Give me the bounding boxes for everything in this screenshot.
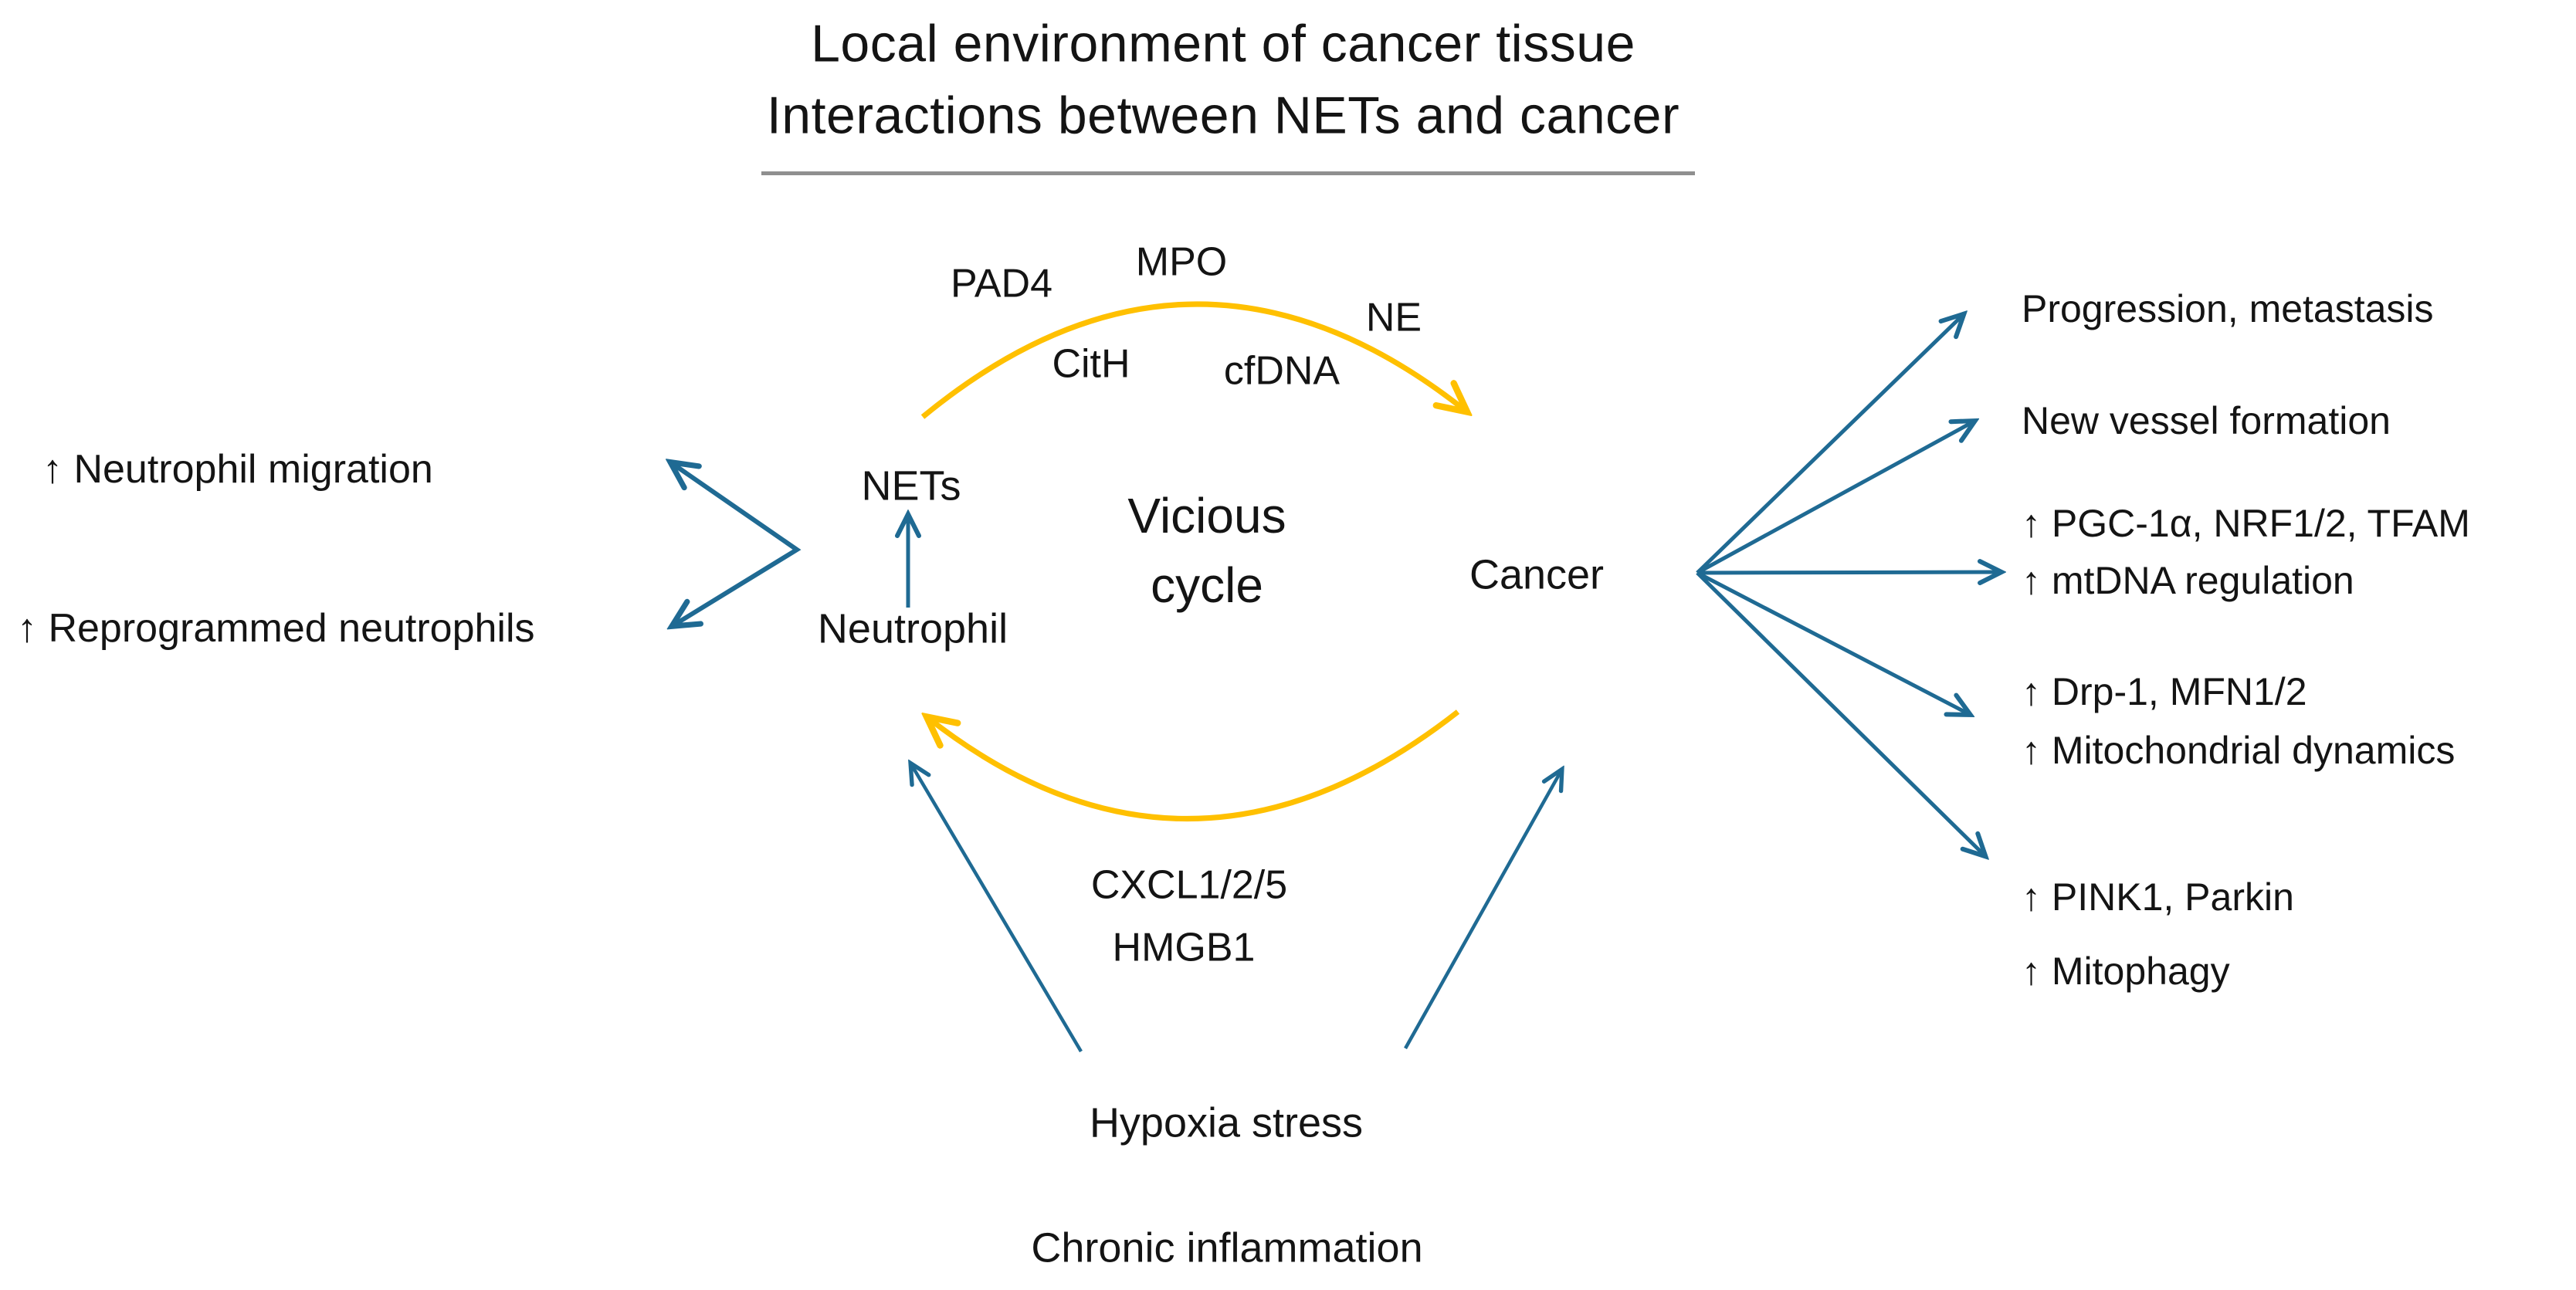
- right-effect-new-vessel-formation: New vessel formation: [2022, 399, 2391, 442]
- node-neutrophil: Neutrophil: [817, 605, 1008, 652]
- mediator-cfdna: cfDNA: [1223, 348, 1341, 394]
- cancer-effect-arrow-1: [1696, 315, 1963, 574]
- mediator-cith: CitH: [1052, 341, 1130, 387]
- mediator-ne: NE: [1365, 295, 1422, 340]
- cancer-effect-arrow-2: [1696, 422, 1974, 575]
- node-nets: NETs: [861, 462, 961, 510]
- nets-to-left-effects-arrow: [672, 463, 802, 625]
- right-effect-mtdna-regulation: ↑ mtDNA regulation: [2022, 559, 2354, 602]
- stressor-chronic-inflammation: Chronic inflammation: [1031, 1224, 1423, 1271]
- stress-to-neutrophil-arrow: [911, 764, 1083, 1053]
- right-effect-progression-metastasis: Progression, metastasis: [2022, 287, 2434, 330]
- page-title-line2: Interactions between NETs and cancer: [766, 86, 1680, 145]
- left-effect-neutrophil-migration: ↑ Neutrophil migration: [42, 447, 433, 492]
- mediator-mpo: MPO: [1135, 239, 1228, 285]
- bottom-arc-cancer-to-neutrophil: [928, 709, 1460, 821]
- node-cancer: Cancer: [1469, 551, 1605, 598]
- page-title-line1: Local environment of cancer tissue: [811, 14, 1635, 73]
- stressor-hypoxia: Hypoxia stress: [1089, 1099, 1364, 1146]
- left-effect-reprogrammed-neutrophils: ↑ Reprogrammed neutrophils: [17, 606, 535, 651]
- cancer-effect-arrow-4: [1696, 571, 1969, 714]
- right-effect-drp1-mfn: ↑ Drp-1, MFN1/2: [2022, 670, 2307, 713]
- mediator-hmgb1: HMGB1: [1112, 925, 1256, 970]
- mediator-cxcl: CXCL1/2/5: [1090, 862, 1288, 908]
- right-effect-mitochondrial-dynamics: ↑ Mitochondrial dynamics: [2022, 729, 2456, 772]
- vicious-cycle-label-line1: Vicious: [1127, 487, 1286, 543]
- right-effect-pgc1a-nrf-tfam: ↑ PGC-1α, NRF1/2, TFAM: [2022, 502, 2470, 545]
- cancer-effect-arrow-5: [1696, 571, 1985, 855]
- right-effect-mitophagy: ↑ Mitophagy: [2022, 950, 2230, 993]
- top-arc-neutrophil-to-cancer: [920, 301, 1466, 419]
- vicious-cycle-label-line2: cycle: [1151, 557, 1263, 613]
- mediator-pad4: PAD4: [951, 261, 1052, 306]
- cancer-effect-arrow-3: [1696, 572, 2000, 573]
- right-effect-pink1-parkin: ↑ PINK1, Parkin: [2022, 875, 2294, 919]
- stress-to-cancer-arrow: [1404, 770, 1561, 1050]
- title-underline: [761, 171, 1695, 175]
